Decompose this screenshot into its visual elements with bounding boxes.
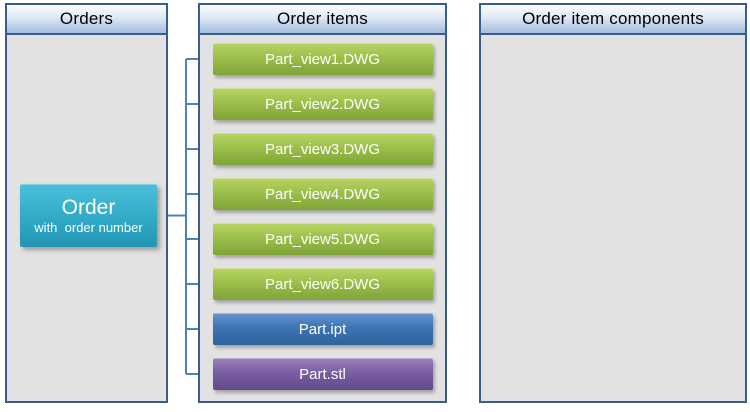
- column-order-item-components-body: [481, 35, 745, 401]
- order-item-Part_view4.DWG: Part_view4.DWG: [212, 178, 433, 210]
- column-order-items-header: Order items: [200, 5, 445, 35]
- order-node-title: Order: [61, 195, 116, 219]
- order-item-Part_view3.DWG: Part_view3.DWG: [212, 133, 433, 165]
- order-item-Part_view5.DWG: Part_view5.DWG: [212, 223, 433, 255]
- order-node-subtitle: with order number: [34, 219, 143, 235]
- order-node: Order with order number: [20, 184, 157, 247]
- order-item-Part_view2.DWG: Part_view2.DWG: [212, 88, 433, 120]
- order-item-Part_view6.DWG: Part_view6.DWG: [212, 268, 433, 300]
- column-orders: Orders Order with order number: [5, 3, 168, 403]
- order-items-list: Part_view1.DWG Part_view2.DWG Part_view3.D…: [200, 35, 445, 403]
- order-item-Part.stl: Part.stl: [212, 358, 433, 390]
- column-order-items: Order items Part_view1.DWG Part_view2.DWG…: [198, 3, 447, 403]
- column-orders-header: Orders: [7, 5, 166, 35]
- order-item-Part_view1.DWG: Part_view1.DWG: [212, 43, 433, 75]
- column-orders-body: Order with order number: [7, 35, 166, 401]
- order-item-Part.ipt: Part.ipt: [212, 313, 433, 345]
- column-order-item-components-header: Order item components: [481, 5, 745, 35]
- column-order-item-components: Order item components: [479, 3, 747, 403]
